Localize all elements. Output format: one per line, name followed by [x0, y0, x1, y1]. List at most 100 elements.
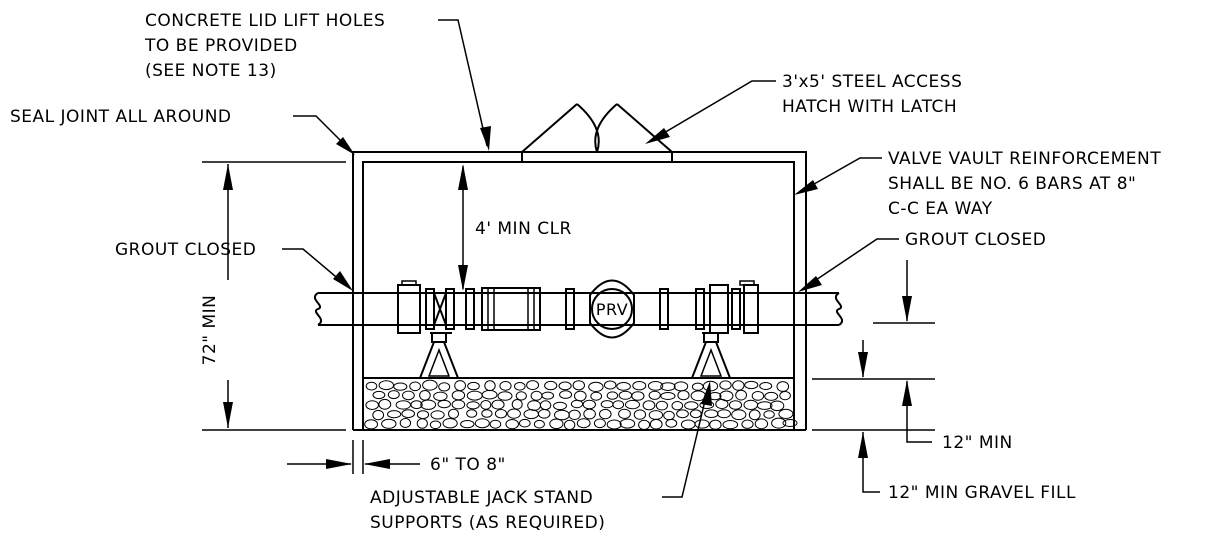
seal-joint-label: SEAL JOINT ALL AROUND	[10, 107, 232, 127]
gravel-stone	[715, 398, 729, 410]
gravel-stone	[606, 391, 619, 400]
gravel-stone	[474, 418, 490, 429]
gravel-stone	[554, 409, 570, 421]
gravel-stone	[481, 409, 493, 418]
reinforcement-line-3: C-C EA WAY	[888, 199, 993, 219]
gravel-stone	[372, 409, 385, 421]
callout-reinforcement: VALVE VAULT REINFORCEMENT SHALL BE NO. 6…	[794, 149, 1161, 219]
gravel-stone	[574, 390, 587, 402]
min-clr-label: 4' MIN CLR	[475, 219, 572, 239]
gravel-stone	[489, 419, 502, 429]
gravel-stone	[771, 417, 787, 429]
gravel-stone	[466, 401, 480, 410]
gravel-stone	[438, 382, 451, 392]
gravel-stone	[541, 391, 555, 400]
gravel-stone	[748, 409, 761, 421]
gravel-stone	[442, 418, 458, 429]
dim-wall-thickness: 6" TO 8"	[287, 440, 506, 475]
lift-holes-line-2: TO BE PROVIDED	[144, 36, 298, 56]
gravel-stone	[395, 400, 411, 410]
callout-grout-right: GROUT CLOSED	[798, 230, 1046, 292]
gravel-stone	[416, 418, 428, 429]
hatch-line-1: 3'x5' STEEL ACCESS	[782, 72, 962, 92]
reinforcement-line-2: SHALL BE NO. 6 BARS AT 8"	[888, 174, 1136, 194]
gravel-stone	[515, 391, 527, 401]
dim-min-clearance: 4' MIN CLR	[458, 164, 572, 291]
gravel-stone	[606, 419, 622, 430]
gravel-stone	[691, 382, 704, 391]
gravel-stone	[544, 380, 558, 391]
gravel-stone	[514, 382, 526, 391]
prv-label: PRV	[596, 300, 628, 319]
gravel-stone	[399, 418, 412, 428]
gravel-stone	[756, 401, 773, 410]
gravel-stone	[660, 392, 676, 400]
gravel-stone	[387, 390, 400, 400]
hatch-line-2: HATCH WITH LATCH	[782, 97, 957, 117]
gravel-stone	[782, 419, 798, 427]
gravel-stone	[600, 400, 614, 409]
gravel-stone	[481, 389, 498, 400]
pipe-fittings	[397, 280, 759, 334]
gravel-stone	[689, 409, 702, 419]
gravel-stone	[676, 409, 689, 419]
gravel-stone	[709, 419, 722, 430]
gravel-stone	[576, 418, 591, 429]
gravel-stone	[365, 400, 380, 411]
gravel-stone	[612, 400, 625, 410]
gravel-stone	[420, 399, 437, 410]
gravel-stone	[563, 419, 576, 431]
gravel-stone	[722, 420, 739, 430]
gravel-stone	[519, 418, 531, 428]
gravel-stone	[642, 400, 656, 411]
gravel-stone	[505, 419, 520, 430]
gravel-stone	[533, 419, 545, 429]
gravel-stone	[467, 381, 480, 391]
gravel-stone	[539, 400, 552, 411]
gravel-stone	[776, 381, 790, 392]
gravel-stone	[451, 399, 466, 410]
gravel-stone	[719, 380, 732, 390]
gravel-stone	[429, 420, 442, 430]
gravel-stone	[553, 401, 567, 411]
prv-valve: PRV	[589, 279, 635, 339]
gravel-stone	[410, 400, 423, 410]
gravel-stone	[694, 419, 710, 429]
gravel-stone	[631, 391, 645, 401]
gravel-stone	[497, 391, 513, 401]
gravel-stone	[735, 389, 747, 401]
gravel-stone	[491, 399, 505, 410]
gravel-stone	[660, 382, 676, 392]
gravel-stone	[451, 390, 466, 401]
gravel-stone	[499, 381, 512, 391]
wall-thickness-label: 6" TO 8"	[430, 455, 506, 475]
jack-stand-line-1: ADJUSTABLE JACK STAND	[370, 488, 593, 508]
gravel-stone	[422, 379, 438, 391]
gravel-stone	[393, 382, 408, 391]
lift-holes-line-1: CONCRETE LID LIFT HOLES	[145, 11, 385, 31]
lift-holes-line-3: (SEE NOTE 13)	[145, 61, 277, 81]
gravel-stone	[638, 419, 651, 430]
callout-seal-joint: SEAL JOINT ALL AROUND	[10, 107, 355, 155]
access-hatch	[521, 103, 673, 153]
gravel-stone	[779, 391, 791, 401]
gravel-fill-label: 12" MIN GRAVEL FILL	[888, 483, 1076, 503]
gravel-stone	[671, 401, 684, 411]
gravel-stone	[378, 380, 394, 391]
gravel-stone	[511, 399, 523, 410]
gravel-stone	[744, 380, 759, 390]
gravel-stone	[530, 390, 543, 401]
gravel-stone	[526, 380, 540, 391]
gravel-stone	[559, 390, 573, 399]
gravel-stone	[583, 408, 596, 420]
gravel-stone	[466, 409, 478, 418]
gravel-stone	[568, 409, 581, 420]
gravel-stone	[751, 391, 765, 401]
gravel-stone	[603, 380, 617, 390]
gravel-stone	[764, 391, 779, 401]
gravel-stone	[381, 418, 397, 429]
dim-height: 72" MIN	[200, 161, 346, 431]
gravel-stone	[704, 409, 719, 419]
gravel-stone	[647, 381, 664, 391]
gravel-stone	[680, 419, 696, 430]
